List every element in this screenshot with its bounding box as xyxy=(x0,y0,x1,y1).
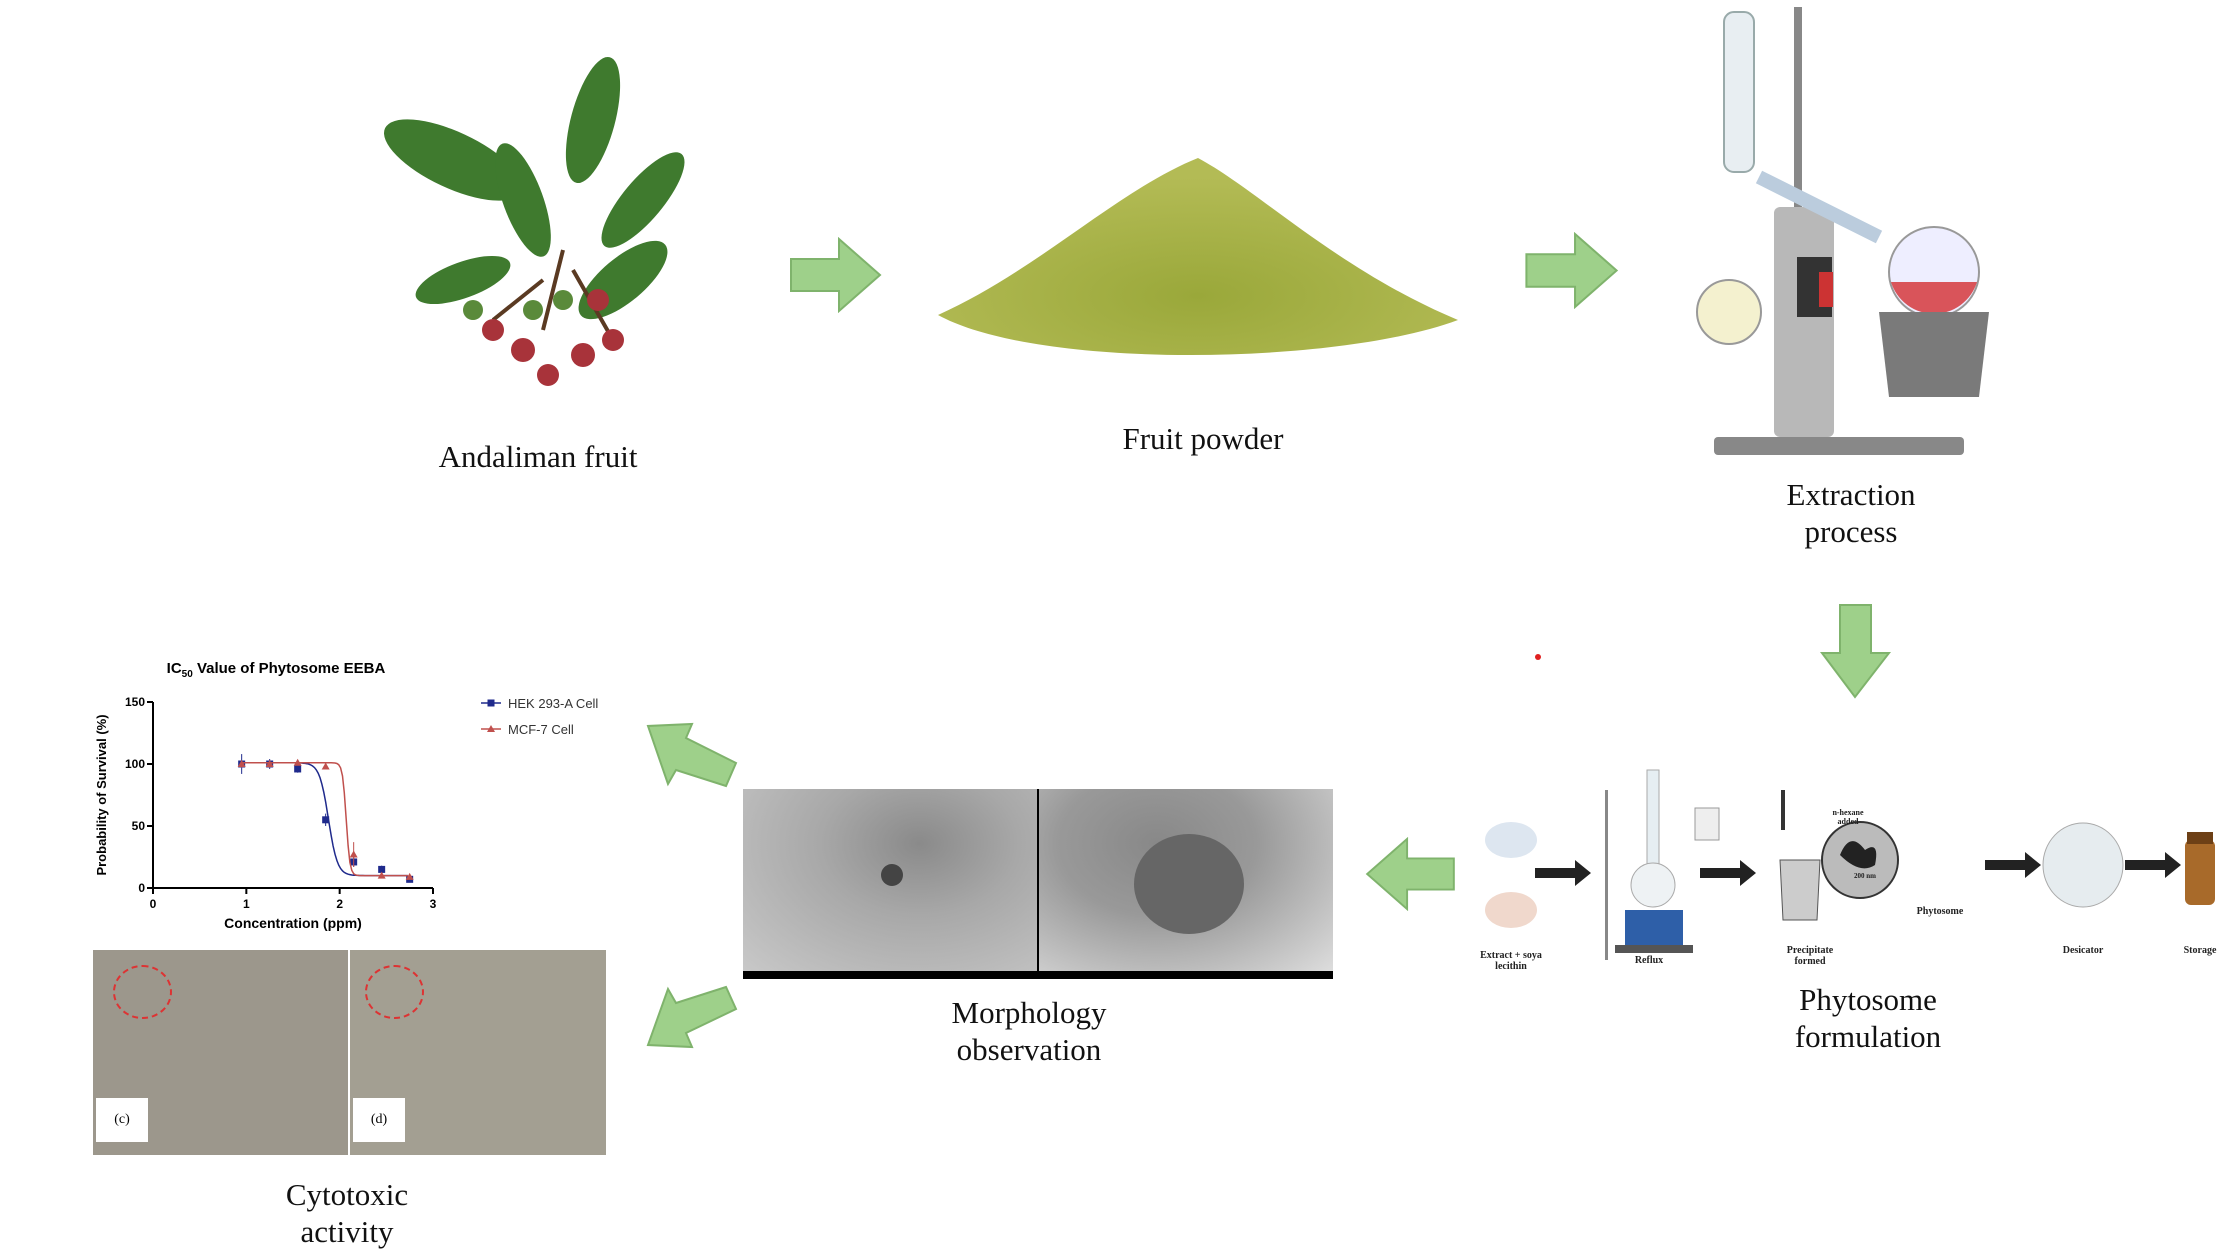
panel-label: (c) xyxy=(96,1098,148,1142)
data-point xyxy=(293,758,302,766)
label-andaliman-fruit: Andaliman fruit xyxy=(438,439,638,474)
label-morphology-observation: Morphology observation xyxy=(952,994,1107,1068)
legend-marker xyxy=(487,725,495,732)
arrow-down-left-icon xyxy=(646,983,739,1055)
y-axis-label: Probability of Survival (%) xyxy=(94,714,109,875)
legend-marker xyxy=(487,699,495,707)
label-fruit-powder: Fruit powder xyxy=(1122,421,1284,456)
x-tick-label: 0 xyxy=(150,897,157,911)
fruit-powder-image xyxy=(918,150,1478,373)
label-line: added xyxy=(1837,817,1859,826)
rotary-evaporator-image xyxy=(1679,7,2002,459)
y-tick-label: 0 xyxy=(138,881,145,895)
label-line: Precipitate xyxy=(1786,945,1834,956)
red-dot xyxy=(1535,654,1541,660)
data-point xyxy=(377,871,386,879)
highlight-circle xyxy=(113,965,172,1019)
label-line: observation xyxy=(956,1032,1102,1067)
data-point xyxy=(349,850,358,858)
reflux-label: Reflux xyxy=(1634,955,1664,966)
morphology-micrograph xyxy=(743,789,1333,979)
label-line: n-hexane xyxy=(1832,808,1864,817)
arrow-right-icon xyxy=(1524,232,1619,309)
label-line: Phytosome xyxy=(1799,982,1937,1017)
andaliman-fruit-image xyxy=(373,50,689,402)
label-line: Morphology xyxy=(951,995,1107,1030)
desicator-label: Desicator xyxy=(2062,945,2104,956)
y-tick-label: 100 xyxy=(125,757,145,771)
y-tick-label: 150 xyxy=(125,695,145,709)
micrograph-right xyxy=(1039,789,1333,971)
panel-label: (d) xyxy=(353,1098,405,1142)
particle xyxy=(881,864,903,886)
x-tick-label: 3 xyxy=(430,897,437,911)
data-point xyxy=(405,872,414,880)
data-point xyxy=(321,762,330,770)
arrow-left-icon xyxy=(1363,837,1458,911)
x-tick-label: 1 xyxy=(243,897,250,911)
micrograph-panel-c: (c) xyxy=(93,950,348,1155)
label-line: Extraction xyxy=(1786,477,1916,512)
data-point xyxy=(322,816,330,824)
label-line: Cytotoxic xyxy=(285,1177,409,1212)
legend-label: MCF-7 Cell xyxy=(508,722,574,737)
micrograph-left xyxy=(743,789,1037,971)
highlight-circle xyxy=(365,965,424,1019)
label-line: process xyxy=(1804,514,1898,549)
label-extraction-process: Extraction process xyxy=(1786,476,1915,550)
data-point xyxy=(237,760,246,767)
ic50-chart: IC50 Value of Phytosome EEBA 0 1 2 3 0 50 100 15… xyxy=(94,660,598,931)
micrograph-panel-d: (d) xyxy=(350,950,606,1155)
arrow-right-icon xyxy=(789,237,882,313)
data-point xyxy=(378,865,386,873)
x-tick-label: 2 xyxy=(336,897,343,911)
cytotoxic-micrographs: (c) (d) xyxy=(93,950,606,1155)
arrow-down-icon xyxy=(1820,603,1891,699)
legend-label: HEK 293-A Cell xyxy=(508,696,598,711)
label-cytotoxic-activity: Cytotoxic activity xyxy=(286,1176,408,1250)
particle xyxy=(1134,834,1244,934)
scale-label: 200 nm xyxy=(1854,872,1876,880)
label-line: formed xyxy=(1794,956,1826,967)
label-line: activity xyxy=(300,1214,394,1249)
label-phytosome-formulation: Phytosome formulation xyxy=(1795,981,1941,1055)
data-point xyxy=(265,760,274,767)
x-axis-label: Concentration (ppm) xyxy=(224,915,362,931)
label-line: Extract + soya xyxy=(1480,950,1542,961)
data-point xyxy=(294,765,302,773)
storage-label: Storage xyxy=(2183,945,2217,956)
chart-title: IC50 Value of Phytosome EEBA xyxy=(167,660,386,680)
label-line: formulation xyxy=(1794,1019,1942,1054)
y-tick-label: 50 xyxy=(132,819,146,833)
arrow-up-left-icon xyxy=(646,718,739,789)
phytosome-label: Phytosome xyxy=(1916,906,1964,917)
label-line: lecithin xyxy=(1495,961,1527,972)
